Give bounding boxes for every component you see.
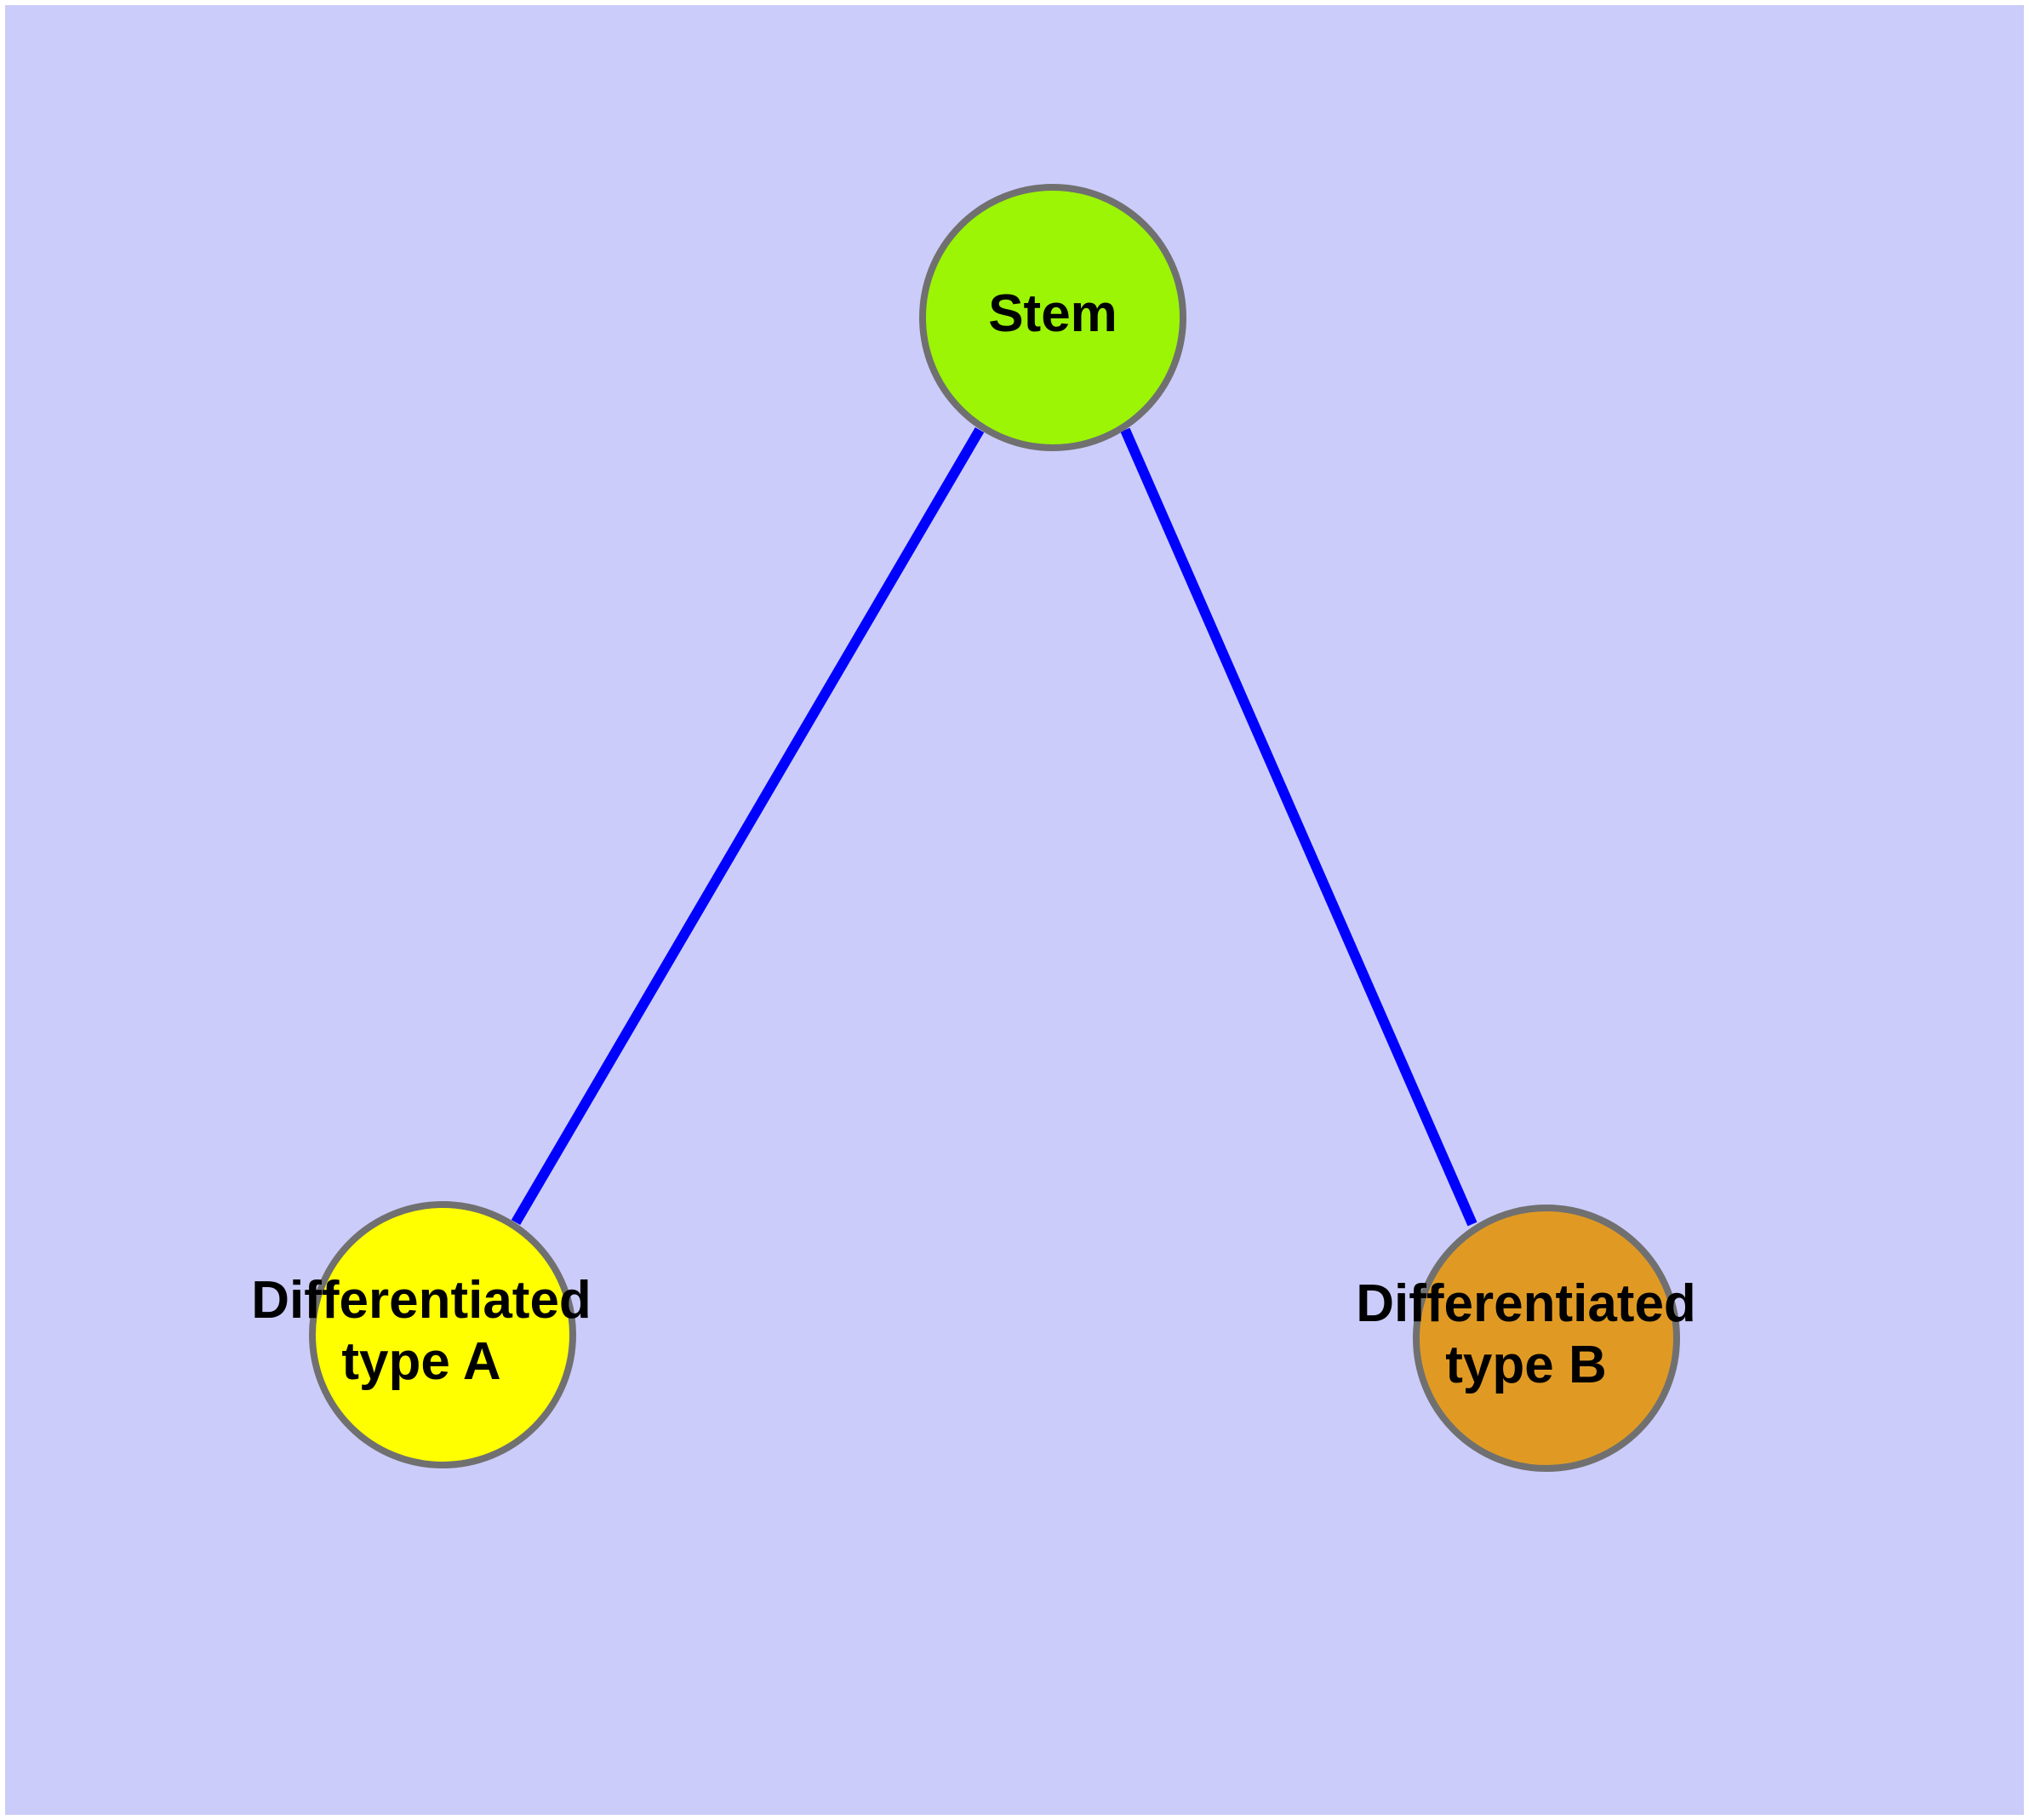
node-diff-b[interactable] <box>1413 1205 1680 1472</box>
node-stem[interactable] <box>919 184 1186 451</box>
node-label-line: Stem <box>988 284 1117 343</box>
edge-stem-to-diff-b[interactable] <box>1120 427 1477 1227</box>
edges-layer <box>511 426 1477 1227</box>
node-label-line: type B <box>1445 1336 1606 1394</box>
nodes-layer <box>309 184 1680 1472</box>
node-label-line: Differentiated <box>1356 1274 1696 1333</box>
node-label-line: Differentiated <box>251 1271 592 1330</box>
node-diff-a[interactable] <box>309 1201 576 1468</box>
node-label-stem: Stem <box>988 284 1117 343</box>
node-label-line: type A <box>341 1332 500 1391</box>
edge-stem-to-diff-a[interactable] <box>511 426 985 1226</box>
